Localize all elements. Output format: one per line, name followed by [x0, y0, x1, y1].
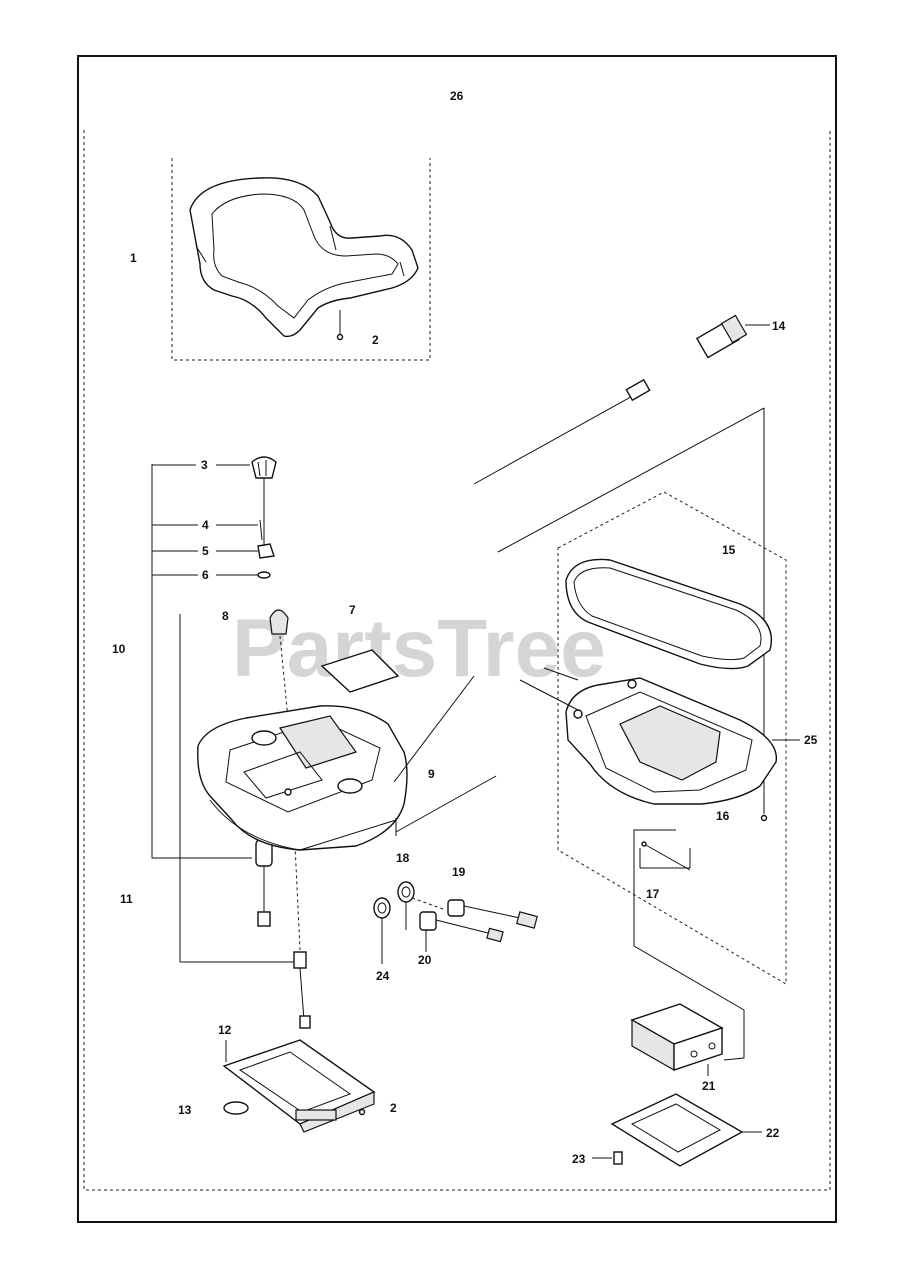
callout-8: 8	[222, 609, 229, 623]
callout-19: 19	[452, 865, 466, 879]
callout-17: 17	[646, 887, 660, 901]
sensor-part	[255, 839, 273, 927]
callout-10: 10	[112, 642, 126, 656]
callout-21: 21	[702, 1079, 716, 1093]
callout-6: 6	[202, 568, 209, 582]
assembly-boundary	[83, 130, 831, 1191]
shaft-part	[179, 609, 311, 1029]
callout-2-lower: 2	[390, 1101, 397, 1115]
callout-20: 20	[418, 953, 432, 967]
cable-part	[473, 314, 770, 485]
left-bracket	[151, 464, 258, 859]
gasket-part	[610, 1093, 762, 1167]
callout-24: 24	[376, 969, 390, 983]
callout-26: 26	[450, 89, 464, 103]
battery-part	[630, 1003, 724, 1076]
callout-11: 11	[120, 892, 133, 906]
callout-14: 14	[772, 319, 786, 333]
connector-parts	[373, 881, 538, 964]
callout-3: 3	[201, 458, 208, 472]
housing-part	[519, 667, 778, 805]
handle-part	[189, 177, 419, 341]
callout-2: 2	[372, 333, 379, 347]
callout-22: 22	[766, 1126, 780, 1140]
housing-group-box	[557, 491, 787, 985]
callout-12: 12	[218, 1023, 232, 1037]
callout-7: 7	[349, 603, 356, 617]
handle-group-box	[171, 158, 431, 361]
callout-9: 9	[428, 767, 435, 781]
callout-18: 18	[396, 851, 410, 865]
plate-part	[222, 1039, 376, 1133]
callout-5: 5	[202, 544, 209, 558]
callout-16: 16	[716, 809, 730, 823]
cover-part	[197, 675, 497, 851]
callout-15: 15	[722, 543, 736, 557]
callout-1: 1	[130, 251, 137, 265]
callout-13: 13	[178, 1103, 192, 1117]
pin-bracket	[633, 829, 745, 1061]
screw-part	[592, 1151, 623, 1165]
callout-23: 23	[572, 1152, 586, 1166]
watermark-text: PartsTree	[232, 603, 606, 694]
outer-frame	[77, 55, 837, 1223]
label-part	[320, 649, 400, 693]
seal-part	[565, 558, 772, 670]
knob-part	[251, 456, 277, 579]
callout-25: 25	[804, 733, 818, 747]
callout-4: 4	[202, 518, 209, 532]
